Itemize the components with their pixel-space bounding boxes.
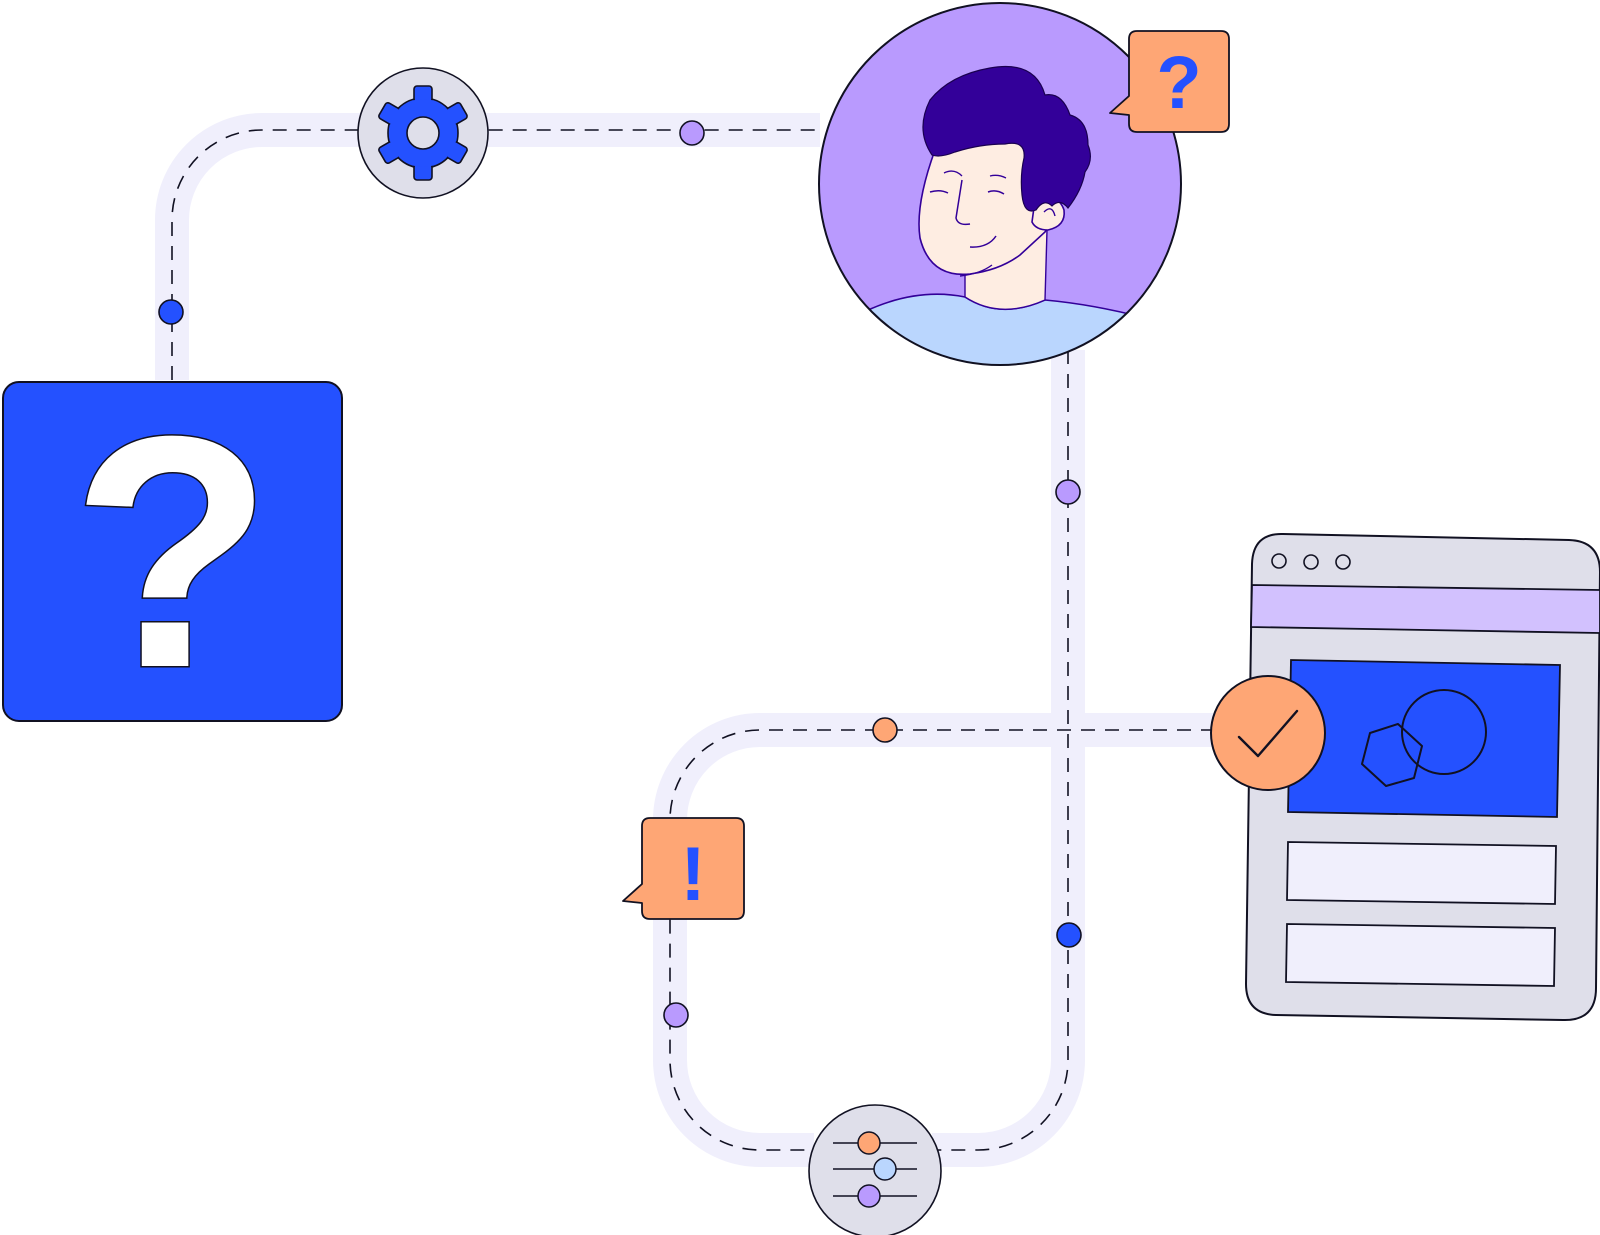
path-dot: [158, 299, 184, 325]
sliders-icon: [833, 1131, 917, 1208]
sliders-node: [808, 1104, 942, 1235]
check-icon: [1237, 709, 1299, 758]
path-dot: [1055, 479, 1081, 505]
window-dot: [1335, 554, 1351, 570]
hexagon-shape: [1361, 723, 1423, 787]
content-row: [1285, 923, 1556, 987]
content-row: [1286, 841, 1557, 905]
exclamation-icon: !: [680, 832, 705, 917]
user-avatar: [818, 2, 1182, 366]
question-bubble: ?: [1109, 30, 1230, 133]
browser-window: [1244, 532, 1600, 1022]
question-mark-icon: ?: [71, 367, 273, 736]
media-panel: [1287, 659, 1561, 818]
path-dot: [1056, 922, 1082, 948]
gear-node: [357, 67, 489, 199]
question-card: ?: [2, 366, 343, 738]
alert-bubble: !: [622, 817, 745, 920]
window-dot: [1271, 553, 1287, 569]
question-mark-icon: ?: [1156, 41, 1201, 124]
path-dot: [872, 717, 898, 743]
check-node: [1210, 675, 1326, 791]
path-dot: [679, 120, 705, 146]
path-dot: [663, 1002, 689, 1028]
path-dots: [158, 120, 1082, 1028]
gear-icon: [378, 85, 468, 181]
track-dashes: [171, 129, 1215, 1151]
window-dot: [1303, 554, 1319, 570]
circle-shape: [1401, 689, 1487, 775]
